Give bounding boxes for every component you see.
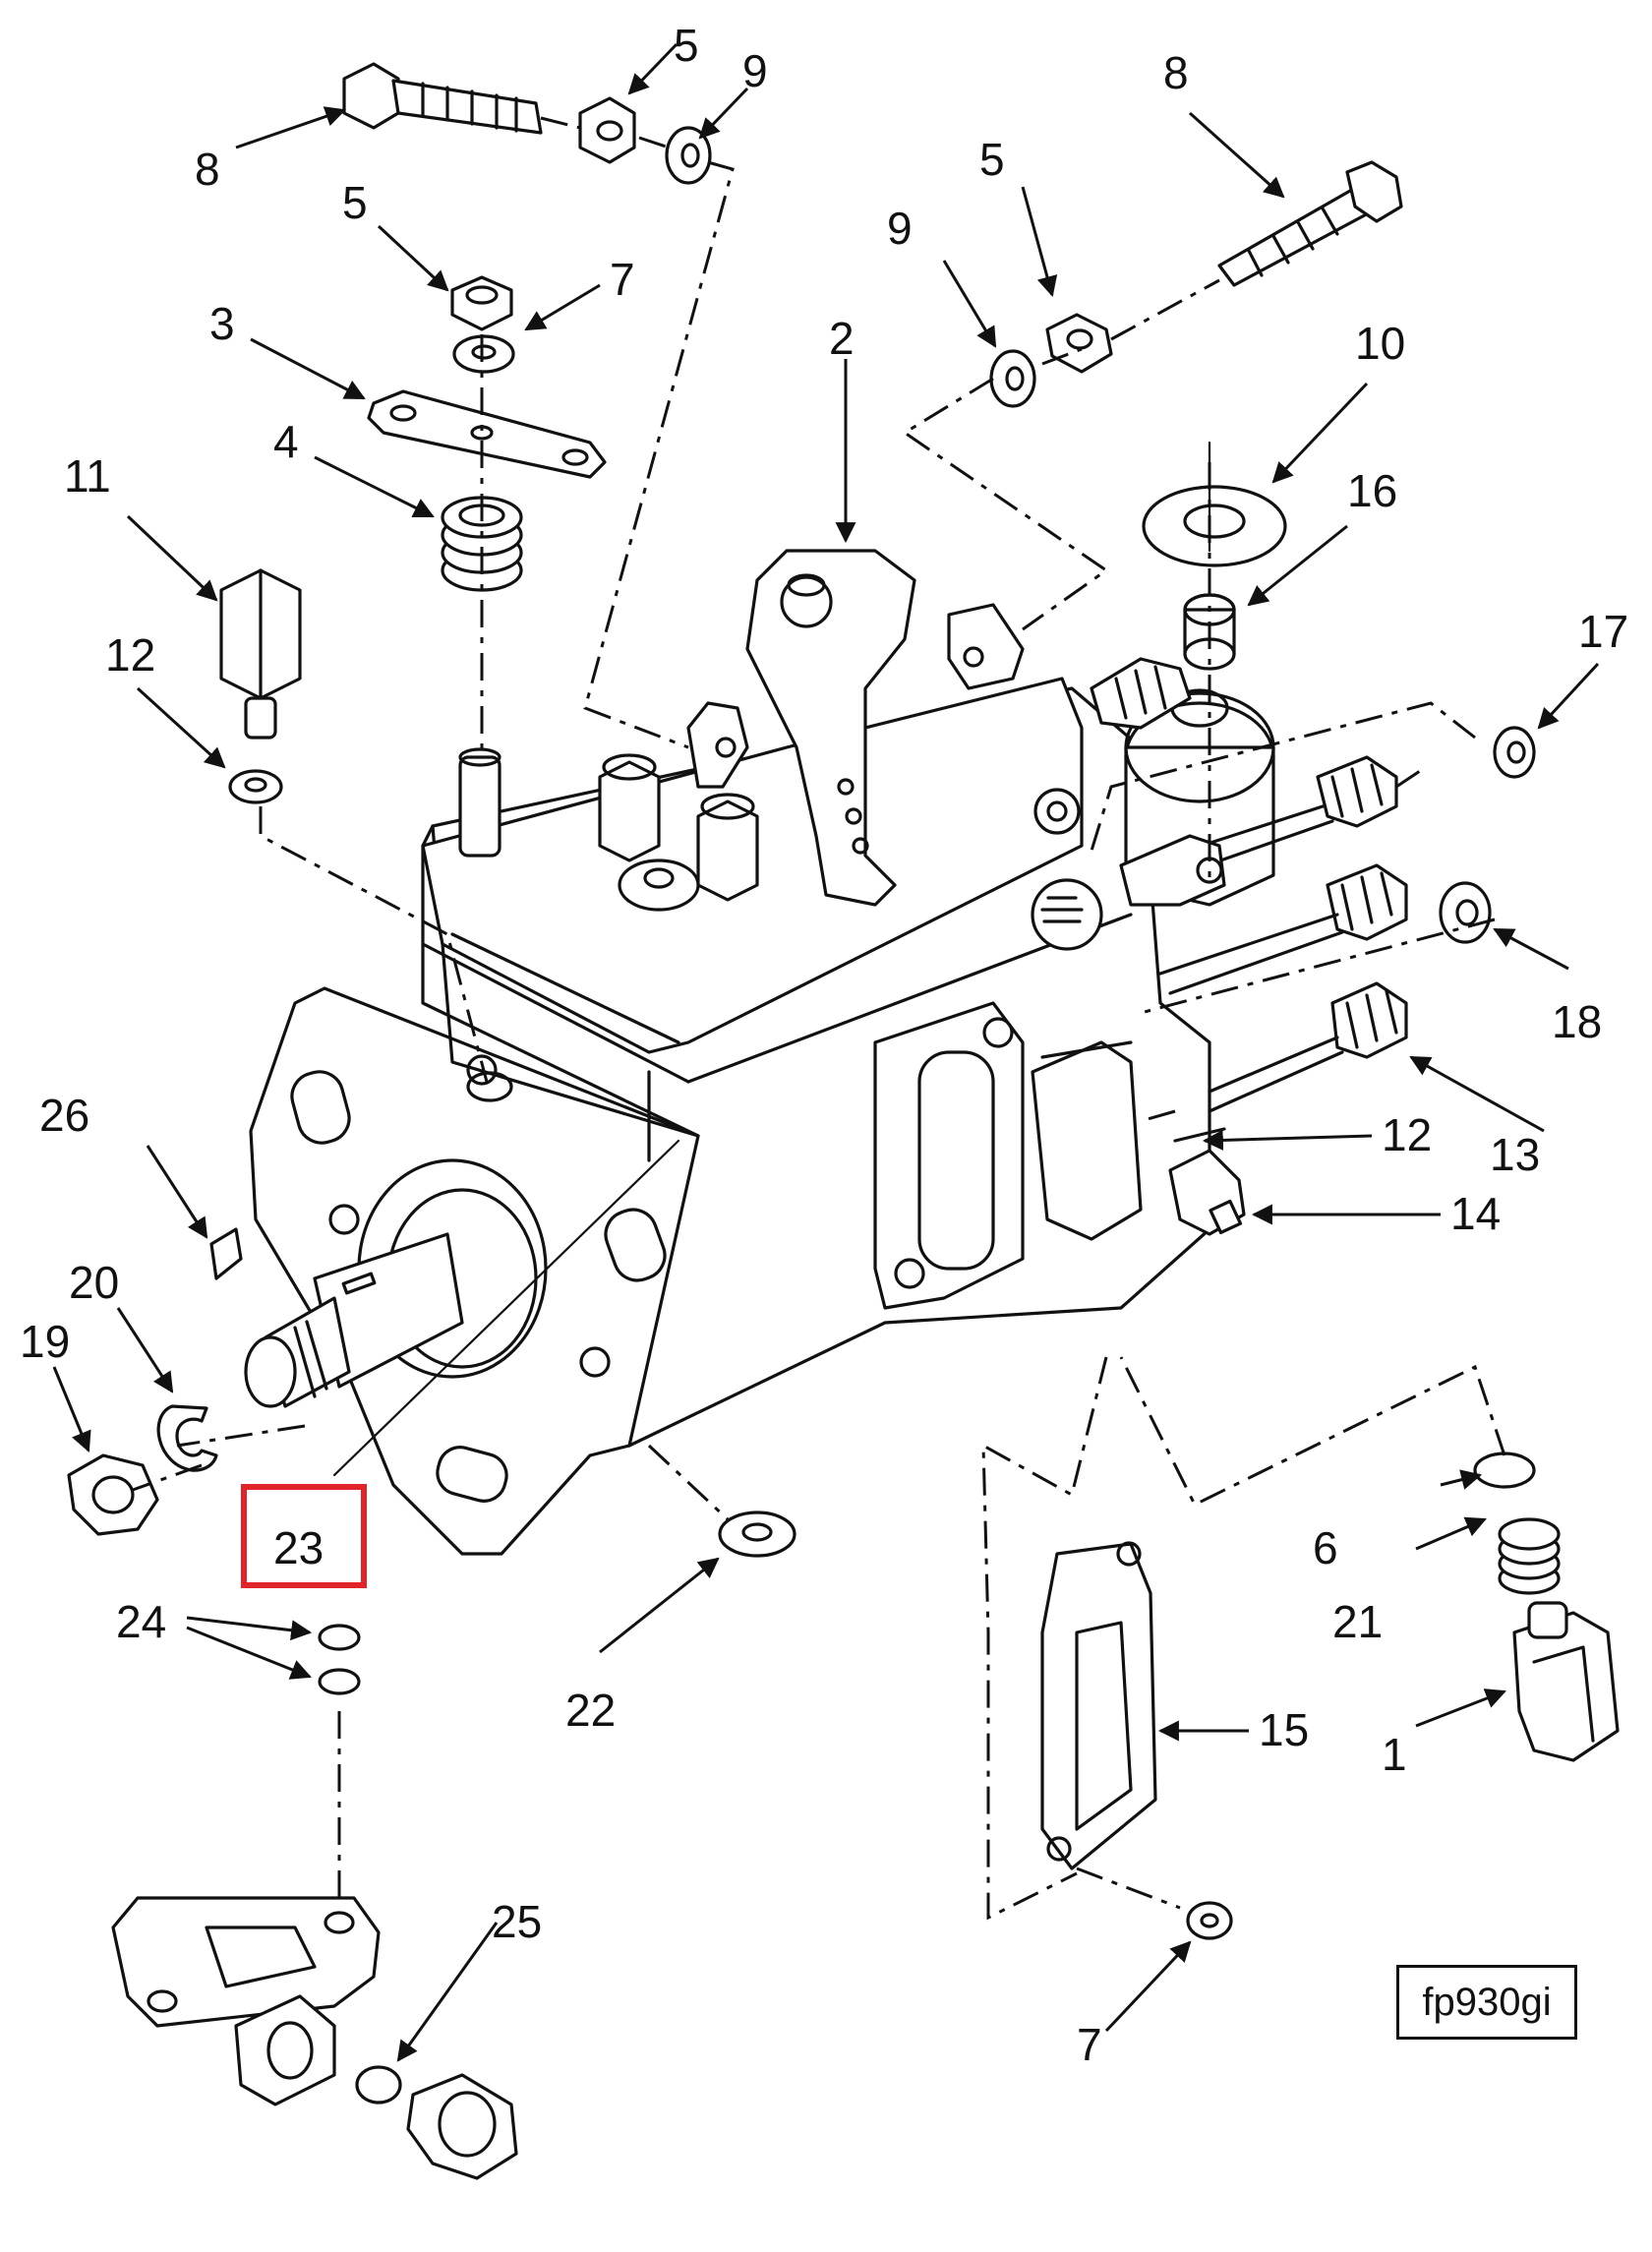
callout-13: 13 [1490, 1129, 1540, 1180]
callout-8-top-left: 8 [195, 144, 220, 195]
callout-leaders [52, 42, 1600, 2062]
cover-fittings [458, 549, 1025, 1102]
callout-19: 19 [20, 1316, 70, 1367]
callout-4: 4 [273, 416, 299, 467]
callout-1: 1 [1382, 1729, 1407, 1780]
callout-10: 10 [1355, 318, 1405, 369]
callout-7-top: 7 [610, 254, 635, 305]
callout-15: 15 [1259, 1704, 1309, 1755]
callout-5-right: 5 [979, 134, 1005, 185]
callout-2: 2 [829, 313, 855, 364]
callout-3: 3 [209, 298, 235, 349]
callout-22: 22 [565, 1685, 616, 1736]
callout-9-right: 9 [887, 203, 913, 254]
pump-body [244, 677, 1275, 1556]
callout-26: 26 [39, 1090, 89, 1141]
figure-code-label: fp930gi [1396, 1965, 1577, 2040]
bolt-8-right [1217, 160, 1403, 287]
housing-25 [111, 1896, 518, 2180]
callout-highlight-box [241, 1484, 367, 1588]
callout-17: 17 [1578, 606, 1628, 657]
callout-12-left: 12 [105, 629, 155, 681]
callout-16: 16 [1347, 465, 1397, 516]
callout-25: 25 [492, 1896, 542, 1947]
callout-8-right: 8 [1163, 47, 1189, 98]
callout-9-top: 9 [742, 45, 768, 96]
right-fittings [1033, 657, 1408, 1236]
callout-labels: 8 5 9 5 7 3 4 11 12 2 9 5 8 10 16 17 18 … [20, 20, 1628, 2070]
callout-12-right: 12 [1382, 1109, 1432, 1160]
callout-20: 20 [69, 1257, 119, 1308]
callout-14: 14 [1450, 1188, 1501, 1239]
callout-24: 24 [116, 1596, 166, 1647]
callout-18: 18 [1552, 996, 1602, 1047]
callout-6: 6 [1313, 1522, 1338, 1573]
callout-7-bottom: 7 [1077, 2019, 1102, 2070]
callout-5-top: 5 [674, 20, 699, 71]
callout-23: 23 [273, 1522, 324, 1573]
callout-5-mid: 5 [342, 177, 368, 228]
callout-21: 21 [1332, 1596, 1383, 1647]
callout-11: 11 [64, 450, 111, 502]
bolt-8-top-left [342, 62, 543, 135]
assembly-lines [132, 116, 1506, 1921]
